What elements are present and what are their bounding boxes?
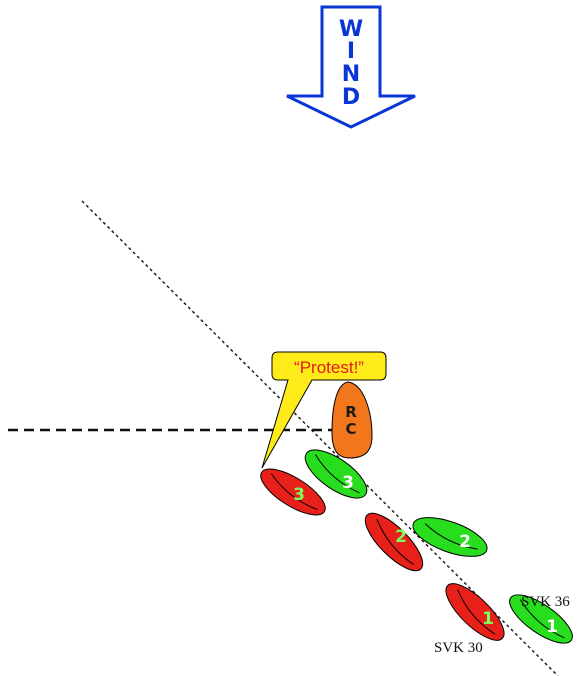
rc-letter: C bbox=[345, 420, 356, 438]
wind-letter: D bbox=[342, 85, 360, 110]
protest-callout: “Protest!” bbox=[261, 351, 387, 469]
green-boat-1: 1 bbox=[509, 594, 573, 644]
red-boat-1: 1 bbox=[445, 583, 505, 641]
boat-number: 3 bbox=[293, 485, 305, 505]
sailboat-icon bbox=[364, 512, 424, 572]
boat-number: 1 bbox=[546, 617, 558, 637]
sailboat-icon bbox=[412, 517, 488, 557]
boat-number: 2 bbox=[459, 532, 471, 552]
boat-number: 2 bbox=[395, 527, 407, 547]
red-boat-3: 3 bbox=[260, 468, 326, 516]
wind-arrow: W I N D bbox=[286, 5, 416, 129]
sail-label-green: SVK 36 bbox=[521, 594, 570, 610]
down-arrow-icon bbox=[286, 5, 416, 129]
wind-letter: N bbox=[342, 62, 360, 87]
wind-letter: I bbox=[347, 39, 355, 64]
red-boat-2: 2 bbox=[364, 512, 424, 572]
wind-letter: W bbox=[339, 17, 363, 42]
green-boat-2: 2 bbox=[412, 517, 488, 557]
committee-boat: R C bbox=[331, 381, 373, 459]
sail-label-red: SVK 30 bbox=[434, 640, 483, 656]
callout-text: “Protest!” bbox=[294, 358, 364, 377]
green-boat-3: 3 bbox=[304, 449, 368, 499]
rc-letter: R bbox=[345, 403, 357, 421]
boat-icon bbox=[331, 381, 373, 459]
boat-number: 3 bbox=[342, 473, 354, 493]
boat-number: 1 bbox=[482, 609, 494, 629]
sailboat-icon bbox=[445, 583, 505, 641]
callout-bubble bbox=[261, 351, 387, 469]
